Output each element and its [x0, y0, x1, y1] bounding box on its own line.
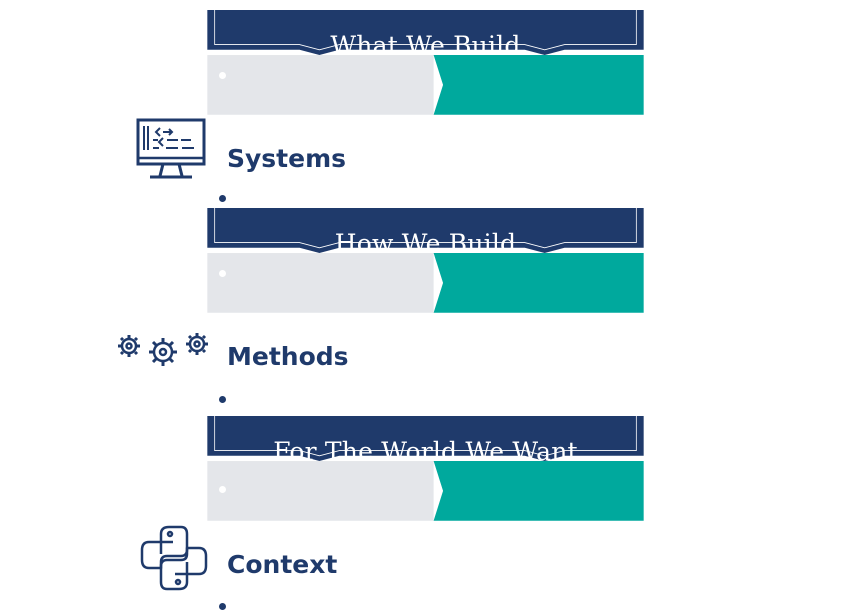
left-label: Systems — [227, 143, 347, 173]
left-panel — [207, 253, 434, 313]
left-label: Context — [227, 549, 338, 579]
chevron-right-icon: › — [496, 570, 504, 591]
code-monitor-icon — [136, 118, 206, 179]
bullet-item: › Values — [496, 528, 643, 563]
chevron-right-icon: › — [491, 361, 499, 382]
connector-dot — [649, 72, 656, 79]
connector-dot — [649, 195, 656, 202]
connector-dot — [219, 270, 226, 277]
banner-background — [207, 10, 644, 56]
python-logo-icon — [140, 525, 208, 591]
banner-background — [207, 416, 644, 462]
bullet-item: › Next generation architecture — [491, 156, 813, 191]
section-what-we-build: What We Build Systems › Connected systems… — [9, 10, 842, 210]
section-panels — [207, 416, 644, 521]
bullet-text: Governance — [522, 570, 643, 591]
bullet-item: › Processes — [491, 319, 717, 354]
connector-dot — [219, 195, 226, 202]
bullet-text: Processes — [517, 326, 619, 347]
banner-frame-line — [214, 416, 637, 457]
left-panel — [207, 461, 434, 521]
connector-dot — [649, 396, 656, 403]
bullet-text: Connected systems — [517, 128, 715, 149]
chevron-right-icon: › — [496, 535, 504, 556]
connector-dot — [219, 396, 226, 403]
left-label: Methods — [227, 341, 349, 371]
banner-frame-line — [214, 10, 637, 51]
connector-dot — [219, 72, 226, 79]
connector-dot — [649, 486, 656, 493]
gears-icon — [118, 333, 208, 366]
banner-background — [207, 208, 644, 254]
chevron-right-icon: › — [491, 128, 499, 149]
bullet-list: › Values › Governance — [496, 528, 643, 598]
section-for-the-world-we-want: For The World We Want Context › Values › G… — [9, 416, 842, 616]
connector-dot — [649, 270, 656, 277]
section-title: What We Build — [330, 30, 521, 60]
right-panel — [433, 253, 644, 313]
section-title: How We Build — [334, 228, 517, 258]
connector-dot — [219, 603, 226, 610]
connector-dot — [649, 603, 656, 610]
bullet-list: › Processes › Tools and platforms — [491, 319, 717, 389]
chevron-right-icon: › — [491, 326, 499, 347]
right-panel — [433, 55, 644, 115]
bullet-item: › Governance — [496, 563, 643, 598]
bullet-text: Tools and platforms — [517, 361, 718, 382]
section-title: For The World We Want — [273, 436, 578, 466]
bullet-text: Next generation architecture — [517, 163, 813, 184]
section-panels — [207, 10, 644, 115]
bullet-item: › Tools and platforms — [491, 354, 717, 389]
banner-frame-line — [214, 208, 637, 249]
section-panels — [207, 208, 644, 313]
bullet-list: › Connected systems › Next generation arch… — [491, 121, 813, 191]
left-panel — [207, 55, 434, 115]
connector-dot — [219, 486, 226, 493]
right-panel — [433, 461, 644, 521]
bullet-item: › Connected systems — [491, 121, 813, 156]
bullet-text: Values — [522, 535, 589, 556]
section-how-we-build: How We Build Methods › Processes › Tools a… — [9, 208, 842, 408]
chevron-right-icon: › — [491, 163, 499, 184]
